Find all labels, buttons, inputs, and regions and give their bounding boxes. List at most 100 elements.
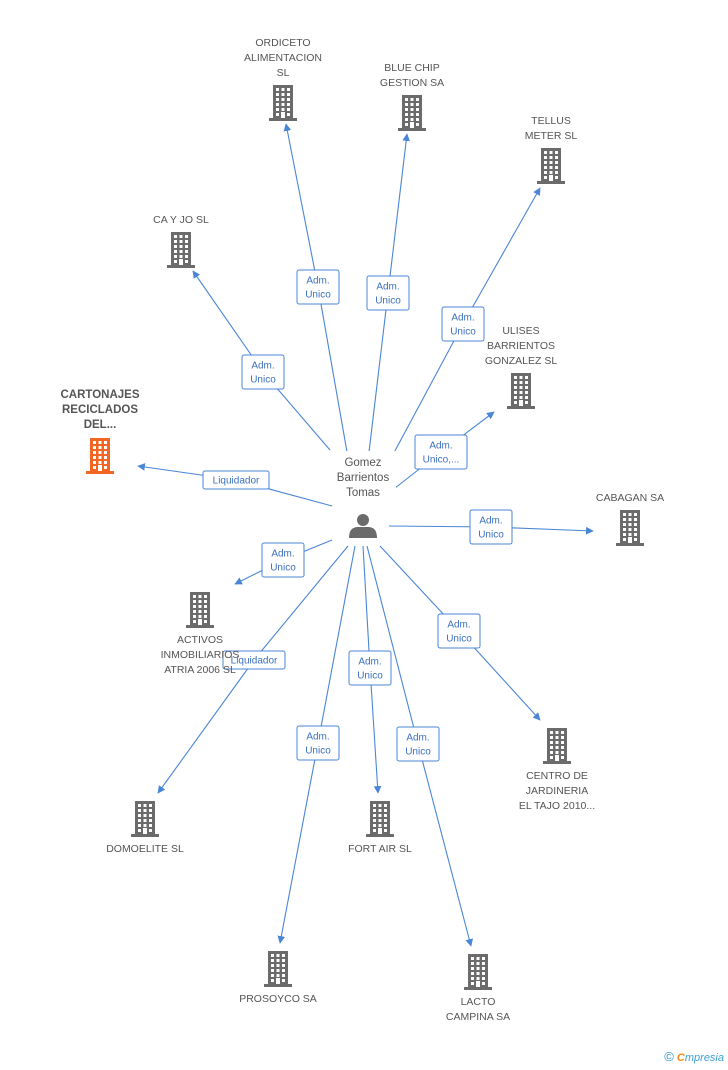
company-name: CARTONAJES: [60, 389, 139, 401]
edge-lacto[interactable]: Adm. Unico: [366, 545, 473, 947]
edge-label-box: [441, 306, 485, 342]
building-icon: [616, 510, 644, 546]
edge-cartonajes[interactable]: Liquidador: [137, 463, 333, 507]
center-label-bg: [330, 451, 396, 499]
edge-ordiceto[interactable]: Adm.Unico: [283, 123, 348, 453]
edge-label[interactable]: Adm.Unico: [441, 306, 485, 342]
company-name: ACTIVOS: [177, 634, 223, 646]
company-name: LACTO: [461, 996, 496, 1008]
edge-tellus[interactable]: Adm.Unico: [388, 187, 541, 463]
building-icon: [537, 148, 565, 184]
company-node-cabagan[interactable]: CABAGAN SA: [596, 492, 664, 546]
edge-label[interactable]: Adm. Unico: [469, 509, 513, 545]
edge-label-text: Adm.: [451, 313, 474, 324]
edge-label[interactable]: Adm. Unico: [296, 725, 340, 761]
edge-label-text: Unico: [270, 563, 296, 574]
company-node-prosoyco[interactable]: PROSOYCO SA: [239, 951, 317, 1005]
edge-domoelite[interactable]: Liquidador: [157, 545, 349, 794]
edge-label-text: Unico: [250, 375, 276, 386]
edge-label-box: [437, 613, 481, 649]
edge-label[interactable]: Adm.Unico: [348, 650, 392, 686]
edge-activos[interactable]: Adm. Unico: [234, 539, 333, 585]
company-name: BARRIENTOS: [487, 340, 555, 352]
building-icon: [543, 728, 571, 764]
edge-label-text: Adm.: [306, 732, 329, 743]
company-name: TELLUS: [531, 115, 571, 127]
edge-label-text: Unico: [305, 746, 331, 757]
edge-cabagan[interactable]: Adm. Unico: [388, 509, 594, 545]
edge-label-box: [469, 509, 513, 545]
edge-bluechip[interactable]: Adm.Unico: [366, 133, 411, 453]
edge-label[interactable]: Adm. Unico: [241, 354, 285, 390]
edge-label-text: Adm.: [358, 657, 381, 668]
edge-label[interactable]: Adm. Unico,...: [414, 434, 468, 470]
building-icon: [167, 232, 195, 268]
company-name: BLUE CHIP: [384, 62, 439, 74]
edge-label-box: [261, 542, 305, 578]
building-icon: [398, 95, 426, 131]
edge-ulises[interactable]: Adm. Unico,...: [389, 411, 495, 493]
edge-label-box: [366, 275, 410, 311]
edge-label-text: Adm.: [271, 549, 294, 560]
edge-label-box: [296, 269, 340, 305]
company-name: ATRIA 2006 SL: [164, 664, 236, 676]
company-node-domoelite[interactable]: DOMOELITE SL: [106, 801, 184, 855]
edge-prosoyco[interactable]: Adm. Unico: [277, 545, 356, 944]
edge-label[interactable]: Liquidador: [222, 650, 286, 670]
company-node-cayjo[interactable]: CA Y JO SL: [153, 214, 209, 268]
edge-fortair[interactable]: Adm.Unico: [348, 545, 392, 794]
edge-label-text: Unico: [446, 634, 472, 645]
edge-centro[interactable]: Adm. Unico: [379, 545, 541, 721]
edge-label[interactable]: Adm.Unico: [296, 269, 340, 305]
edge-label-text: Unico,...: [423, 455, 460, 466]
edge-label-text: Adm.: [479, 516, 502, 527]
company-node-fortair[interactable]: FORT AIR SL: [348, 801, 412, 855]
building-icon: [269, 85, 297, 121]
edge-label-box: [414, 434, 468, 470]
edge-label[interactable]: Adm. Unico: [261, 542, 305, 578]
building-icon: [507, 373, 535, 409]
company-name: GONZALEZ SL: [485, 355, 558, 367]
edge-label-text: Adm.: [376, 282, 399, 293]
edge-label[interactable]: Adm.Unico: [366, 275, 410, 311]
person-name: Tomas: [346, 487, 380, 499]
edge-label-text: Adm.: [429, 441, 452, 452]
edge-label-box: [202, 470, 270, 490]
brand-logo-text: mpresia: [684, 1052, 724, 1064]
edge-label-box: [396, 726, 440, 762]
company-node-cartonajes[interactable]: CARTONAJESRECICLADOSDEL...: [60, 389, 140, 474]
building-icon: [366, 801, 394, 837]
edge-label-text: Unico: [405, 747, 431, 758]
company-name: EL TAJO 2010...: [519, 800, 595, 812]
edge-label-box: [296, 725, 340, 761]
building-icon: [464, 954, 492, 990]
person-name: Gomez: [344, 457, 381, 469]
edge-label[interactable]: Adm. Unico: [437, 613, 481, 649]
company-name: RECICLADOS: [62, 404, 138, 416]
edge-label-text: Unico: [478, 530, 504, 541]
edge-label[interactable]: Adm.Unico: [396, 726, 440, 762]
edge-label-text: Adm.: [251, 361, 274, 372]
edge-label-text: Liquidador: [213, 476, 260, 487]
company-node-bluechip[interactable]: BLUE CHIP GESTION SA: [380, 62, 444, 131]
company-name: CA Y JO SL: [153, 214, 209, 226]
edge-label-text: Adm.: [447, 620, 470, 631]
edge-cayjo[interactable]: Adm. Unico: [192, 270, 331, 451]
edge-label[interactable]: Liquidador: [202, 470, 270, 490]
company-name: ALIMENTACION: [244, 52, 322, 64]
company-name: DOMOELITE SL: [106, 843, 184, 855]
building-icon: [86, 438, 114, 474]
building-icon: [264, 951, 292, 987]
edges-layer: Adm.UnicoAdm.UnicoAdm.UnicoAdm.UnicoAdm.…: [137, 123, 594, 947]
copyright-icon: ©: [664, 1049, 674, 1064]
company-name: GESTION SA: [380, 77, 444, 89]
